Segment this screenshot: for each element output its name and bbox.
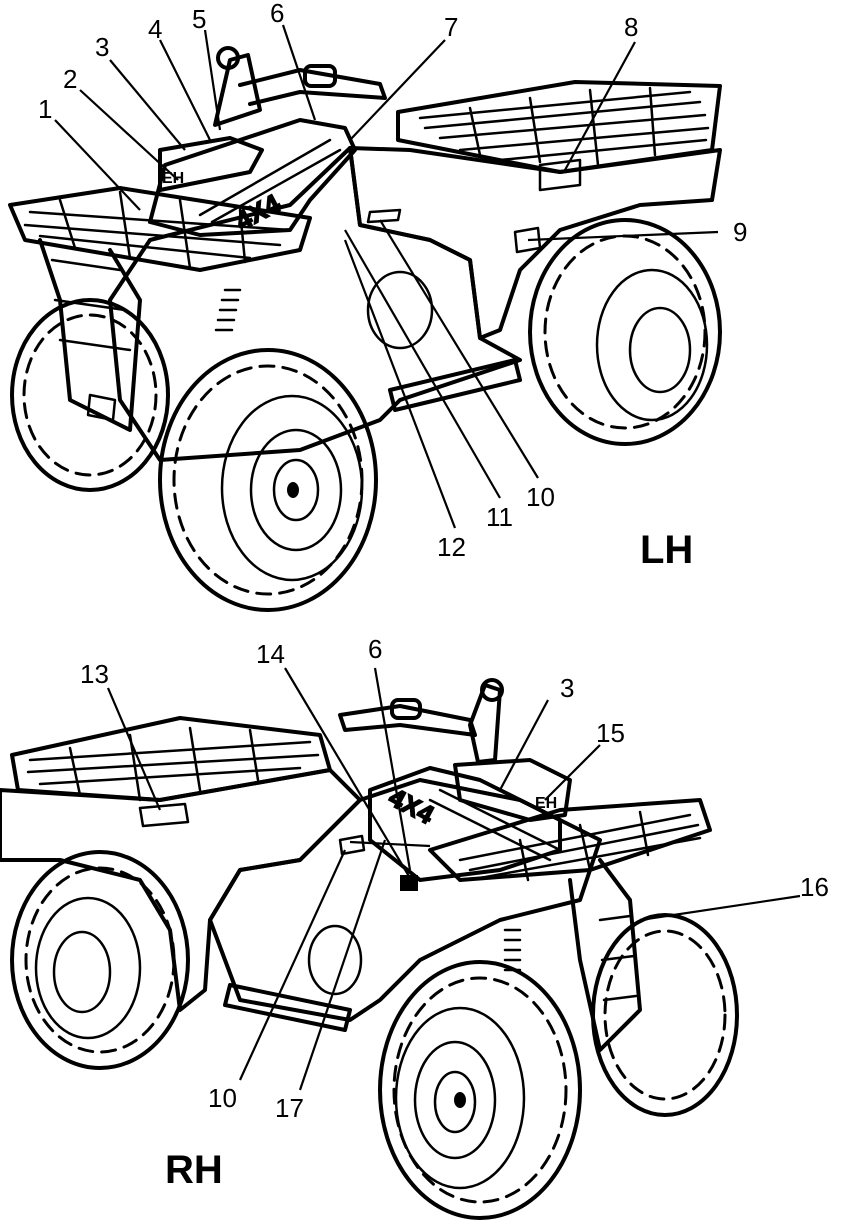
lh-atv-illustration: 4X4 EH bbox=[8, 46, 722, 612]
lh-handlebars bbox=[213, 46, 387, 127]
rh-callout-13: 13 bbox=[80, 659, 109, 689]
lh-side-label: LH bbox=[640, 528, 693, 572]
rh-shock bbox=[503, 928, 522, 972]
rh-front-rack bbox=[428, 798, 712, 882]
lh-callout-7: 7 bbox=[444, 12, 458, 42]
lh-callout-8: 8 bbox=[624, 12, 638, 42]
lh-front-left-wheel bbox=[10, 298, 170, 492]
lh-headlight-pod bbox=[158, 136, 264, 192]
rh-decal-13 bbox=[138, 802, 190, 828]
rh-callout-15: 15 bbox=[596, 718, 625, 748]
lh-callouts: 1 2 3 4 5 6 7 8 9 10 11 12 LH bbox=[38, 0, 747, 572]
rh-decal-17-block bbox=[400, 875, 418, 891]
lh-decal-8 bbox=[538, 158, 582, 192]
rh-callout-3: 3 bbox=[560, 673, 574, 703]
lh-callout-11: 11 bbox=[486, 502, 513, 532]
rh-front-right-wheel bbox=[378, 960, 582, 1220]
lh-callout-6: 6 bbox=[270, 0, 284, 28]
rh-front-guard bbox=[568, 858, 642, 1052]
lh-callout-12: 12 bbox=[437, 532, 466, 562]
rh-front-left-wheel bbox=[591, 913, 739, 1117]
lh-front-guard bbox=[38, 238, 142, 432]
rh-callout-14: 14 bbox=[256, 639, 285, 669]
rh-leader-lines bbox=[106, 667, 801, 1091]
rh-pod-decal-glyph: EH bbox=[535, 795, 557, 812]
lh-callout-3: 3 bbox=[95, 32, 109, 62]
rh-atv-illustration: 4X4 EH bbox=[0, 678, 739, 1220]
rh-callout-6: 6 bbox=[368, 634, 382, 664]
rh-decal-10 bbox=[338, 834, 366, 856]
rh-callout-10: 10 bbox=[208, 1083, 237, 1113]
rh-rear-rack bbox=[10, 716, 332, 802]
rh-handlebars bbox=[338, 678, 504, 764]
lh-shock bbox=[214, 288, 242, 332]
rh-footrest bbox=[223, 983, 352, 1032]
lh-footrest bbox=[388, 358, 522, 412]
lh-callout-2: 2 bbox=[63, 64, 77, 94]
rh-callout-17: 17 bbox=[275, 1093, 304, 1123]
lh-callout-5: 5 bbox=[192, 4, 206, 34]
lh-front-right-wheel bbox=[158, 348, 378, 612]
lh-body bbox=[108, 146, 522, 462]
rh-rear-wheel bbox=[10, 850, 190, 1070]
lh-engine-cover bbox=[366, 270, 434, 350]
rh-callouts: 13 14 6 3 15 16 10 17 RH bbox=[80, 634, 829, 1192]
lh-decal-10 bbox=[366, 208, 402, 224]
lh-callout-1: 1 bbox=[38, 94, 52, 124]
rh-engine-cover bbox=[307, 924, 363, 996]
rh-body bbox=[208, 778, 602, 1022]
lh-callout-9: 9 bbox=[733, 217, 747, 247]
lh-rear-wheel bbox=[528, 218, 722, 446]
lh-callout-4: 4 bbox=[148, 14, 162, 44]
lh-decal-9 bbox=[513, 226, 542, 254]
rh-callout-16: 16 bbox=[800, 872, 829, 902]
lh-fuel-tank bbox=[148, 118, 357, 237]
lh-leader-lines bbox=[54, 24, 719, 529]
rh-side-label: RH bbox=[165, 1148, 223, 1192]
rh-rear-fender bbox=[0, 768, 362, 1012]
lh-callout-10: 10 bbox=[526, 482, 555, 512]
lh-pod-decal-glyph: EH bbox=[162, 170, 184, 187]
rh-headlight-pod bbox=[453, 758, 572, 822]
